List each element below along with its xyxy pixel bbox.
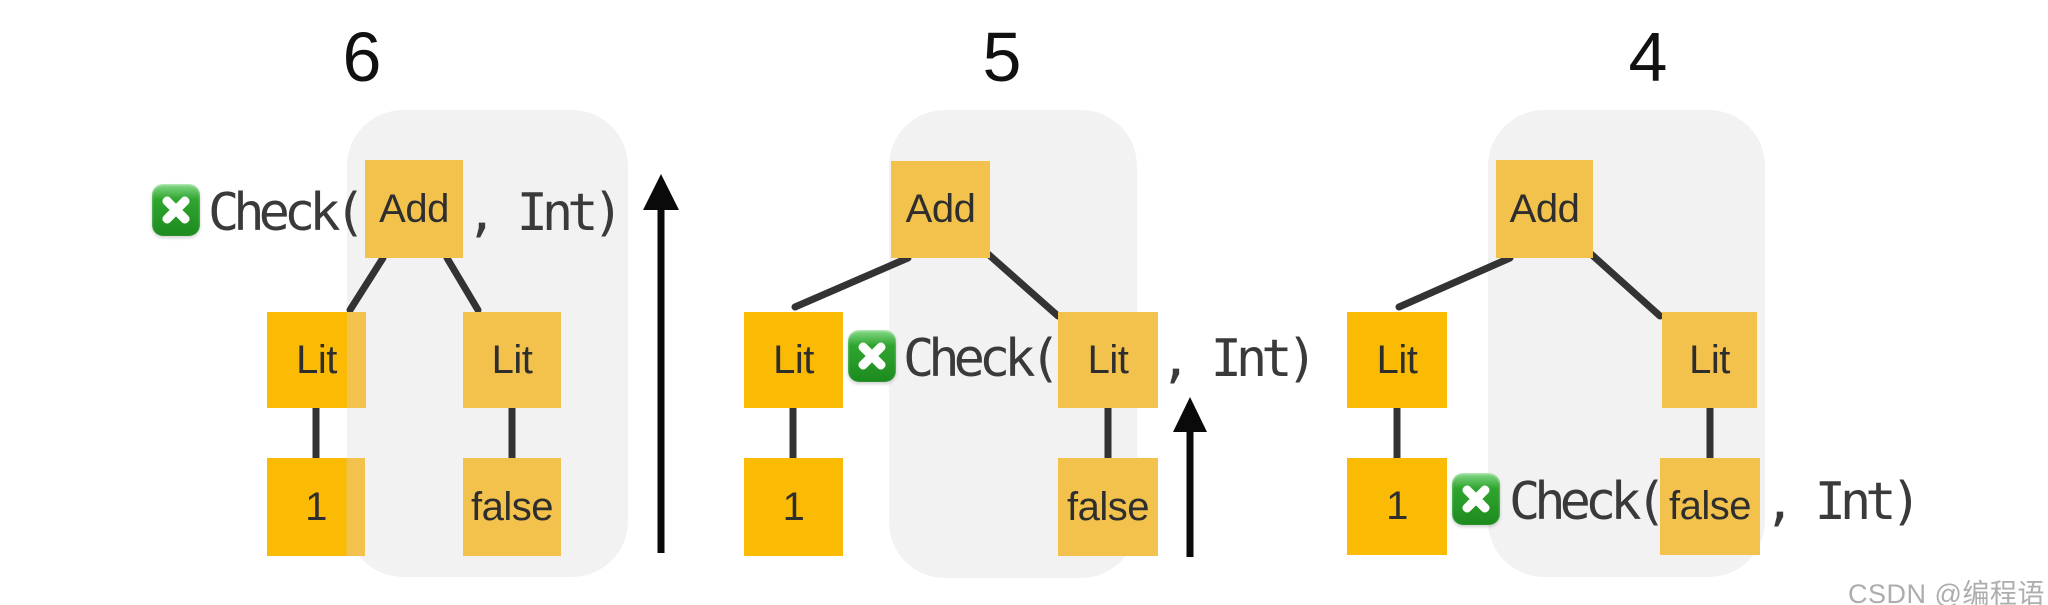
ast-node-lit-right: Lit [1058, 312, 1158, 408]
ast-node-add: Add [365, 160, 463, 258]
tree-edge [346, 254, 387, 314]
check-call-prefix: Check( [903, 329, 1061, 389]
check-call-prefix: Check( [1509, 472, 1667, 532]
panel-6-up-arrow [643, 174, 679, 553]
ast-node-add: Add [891, 161, 990, 258]
leaf-node-1: 1 [1347, 458, 1447, 555]
check-call-suffix: , Int) [1764, 472, 1922, 532]
cross-mark-icon [1452, 473, 1500, 525]
step-number-4: 4 [1628, 18, 1668, 96]
up-arrow-head [1173, 397, 1207, 432]
leaf-node-false: false [1660, 458, 1760, 555]
tree-edge [443, 254, 482, 314]
ast-node-lit-left: Lit [267, 312, 366, 408]
tree-edge [1587, 250, 1664, 320]
tree-edge [984, 250, 1062, 320]
ast-node-lit-right: Lit [463, 312, 561, 408]
up-arrow-head [643, 174, 679, 210]
cross-mark-icon [152, 184, 200, 236]
leaf-node-false: false [1058, 458, 1158, 556]
tree-edge [1395, 254, 1514, 311]
cross-mark-icon [848, 330, 896, 382]
ast-node-lit-left: Lit [1347, 312, 1447, 408]
panel-6-edges [312, 254, 516, 462]
panel-5-up-arrow [1173, 397, 1207, 557]
ast-node-lit-left: Lit [744, 312, 843, 408]
panel-5-edges [789, 250, 1112, 462]
leaf-node-false: false [463, 458, 561, 556]
check-call-prefix: Check( [208, 183, 366, 243]
leaf-node-1: 1 [744, 458, 843, 556]
watermark: CSDN @编程语言Lab [1848, 579, 2045, 605]
check-call-suffix: , Int) [466, 183, 624, 243]
ast-node-add: Add [1496, 160, 1593, 258]
step-number-6: 6 [342, 18, 382, 96]
tree-edge [791, 254, 912, 311]
check-call-suffix: , Int) [1160, 329, 1318, 389]
panel-4-edges [1393, 250, 1714, 462]
leaf-node-1: 1 [267, 458, 365, 556]
ast-node-lit-right: Lit [1662, 312, 1757, 408]
step-number-5: 5 [982, 18, 1022, 96]
